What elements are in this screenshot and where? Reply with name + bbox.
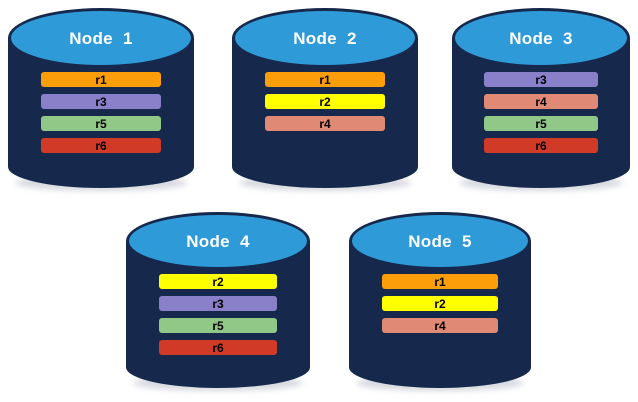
node-5[interactable]: Node 5 r1 r2 r4	[349, 212, 531, 391]
node-3-replica-r3-label: r3	[535, 72, 547, 87]
node-2-title: Node 2	[293, 28, 357, 48]
node-5-replica-r2-label: r2	[434, 296, 446, 311]
node-4[interactable]: Node 4 r2 r3 r5 r6	[126, 212, 310, 391]
node-2-replica-r1-label: r1	[319, 72, 331, 87]
node-4-replica-r2-label: r2	[212, 274, 224, 289]
node-1-replica-r1[interactable]: r1	[41, 72, 161, 87]
node-1-replica-list: r1 r3 r5 r6	[8, 72, 194, 153]
node-1-replica-r5[interactable]: r5	[41, 116, 161, 131]
node-4-replica-r3-label: r3	[212, 296, 224, 311]
node-3-replica-r5[interactable]: r5	[484, 116, 598, 131]
node-1-title: Node 1	[69, 28, 133, 48]
node-4-replica-r6-label: r6	[212, 340, 224, 355]
node-5-cylinder: Node 5 r1 r2 r4	[349, 212, 531, 391]
node-3-replica-list: r3 r4 r5 r6	[452, 72, 630, 153]
node-1-replica-r3-label: r3	[95, 94, 107, 109]
node-2-replica-r1[interactable]: r1	[265, 72, 385, 87]
node-3-top-ellipse: Node 3	[452, 8, 630, 68]
node-3-replica-r6[interactable]: r6	[484, 138, 598, 153]
node-2-replica-r4-label: r4	[319, 116, 331, 131]
node-2-replica-list: r1 r2 r4	[232, 72, 418, 131]
node-5-title: Node 5	[408, 231, 472, 251]
node-1-replica-r1-label: r1	[95, 72, 107, 87]
node-4-replica-r2[interactable]: r2	[159, 274, 277, 289]
node-2[interactable]: Node 2 r1 r2 r4	[232, 8, 418, 191]
node-1-cylinder: Node 1 r1 r3 r5 r6	[8, 8, 194, 191]
node-5-replica-r2[interactable]: r2	[381, 296, 499, 311]
node-5-replica-list: r1 r2 r4	[349, 274, 531, 333]
node-5-replica-r1-label: r1	[434, 274, 446, 289]
node-5-top-ellipse: Node 5	[349, 212, 531, 270]
node-4-replica-r5[interactable]: r5	[159, 318, 277, 333]
node-4-top-ellipse: Node 4	[126, 212, 310, 270]
node-5-replica-r1[interactable]: r1	[381, 274, 499, 289]
node-4-title: Node 4	[186, 231, 250, 251]
node-3-cylinder: Node 3 r3 r4 r5 r6	[452, 8, 630, 191]
node-3-replica-r3[interactable]: r3	[484, 72, 598, 87]
node-3[interactable]: Node 3 r3 r4 r5 r6	[452, 8, 630, 191]
node-5-replica-r4-label: r4	[434, 318, 446, 333]
node-1-top-ellipse: Node 1	[8, 8, 194, 68]
node-4-replica-r6[interactable]: r6	[159, 340, 277, 355]
node-2-cylinder: Node 2 r1 r2 r4	[232, 8, 418, 191]
node-2-top-ellipse: Node 2	[232, 8, 418, 68]
node-5-replica-r4[interactable]: r4	[381, 318, 499, 333]
node-3-replica-r6-label: r6	[535, 138, 547, 153]
node-3-title: Node 3	[509, 28, 573, 48]
node-4-replica-r5-label: r5	[212, 318, 224, 333]
node-2-replica-r2[interactable]: r2	[265, 94, 385, 109]
node-4-cylinder: Node 4 r2 r3 r5 r6	[126, 212, 310, 391]
node-1-replica-r6[interactable]: r6	[41, 138, 161, 153]
node-1-replica-r5-label: r5	[95, 116, 107, 131]
node-1[interactable]: Node 1 r1 r3 r5 r6	[8, 8, 194, 191]
node-2-replica-r4[interactable]: r4	[265, 116, 385, 131]
node-3-replica-r4-label: r4	[535, 94, 547, 109]
node-3-replica-r5-label: r5	[535, 116, 547, 131]
node-1-replica-r3[interactable]: r3	[41, 94, 161, 109]
node-2-replica-r2-label: r2	[319, 94, 331, 109]
node-4-replica-list: r2 r3 r5 r6	[126, 274, 310, 355]
node-4-replica-r3[interactable]: r3	[159, 296, 277, 311]
node-1-replica-r6-label: r6	[95, 138, 107, 153]
node-3-replica-r4[interactable]: r4	[484, 94, 598, 109]
